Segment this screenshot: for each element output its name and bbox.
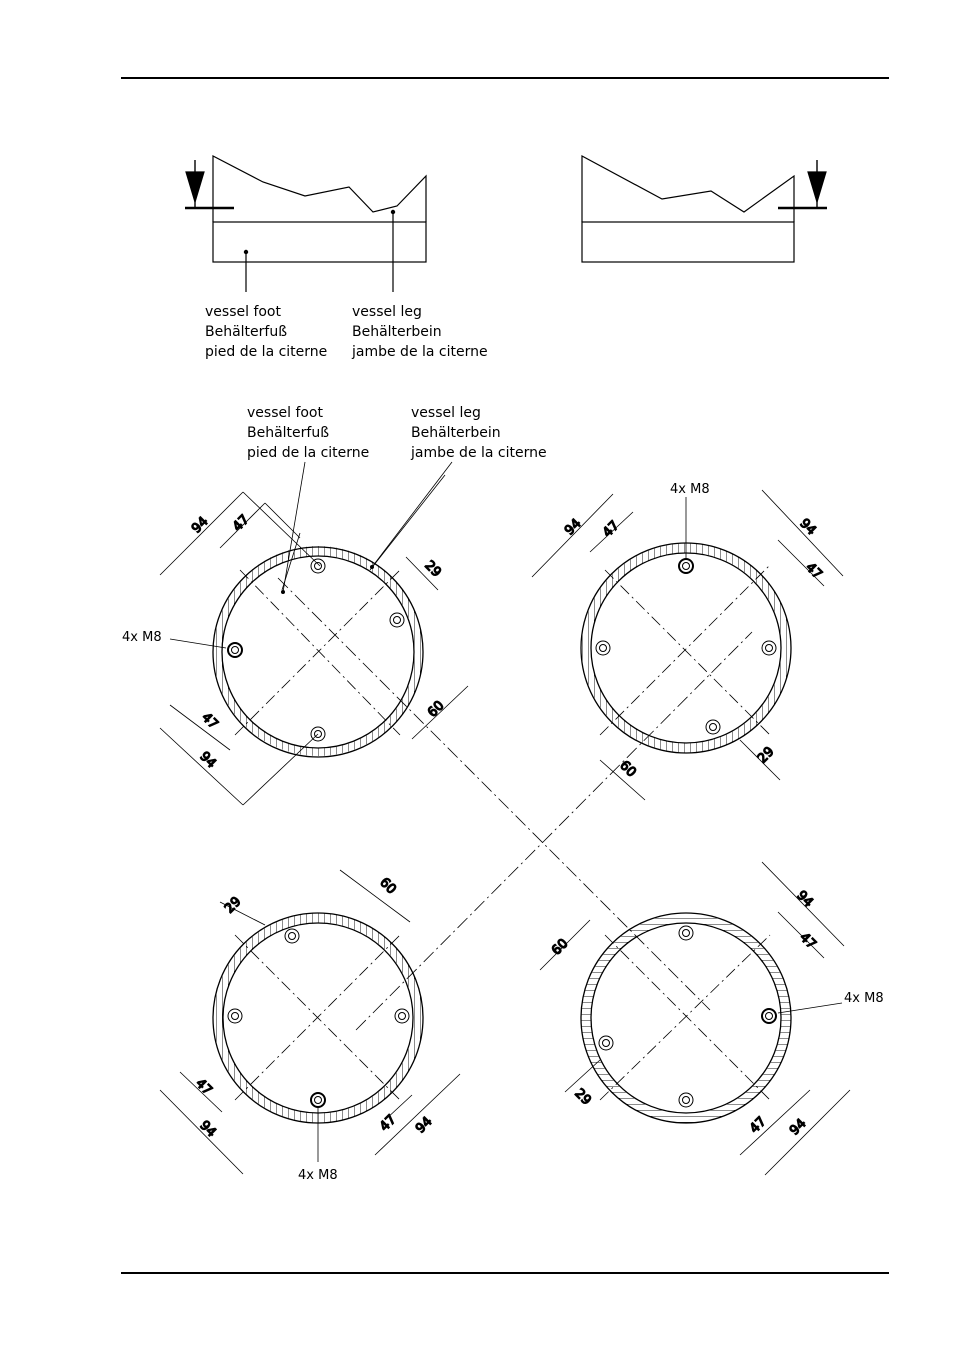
dim-94-icon: 94 [562, 516, 584, 538]
plan-view-bottom-right: 94 47 60 29 47 94 [540, 862, 850, 1175]
dim-94b-icon: 94 [796, 516, 818, 538]
dim-29-icon: 29 [222, 894, 244, 916]
vessel-foot-block-right [582, 222, 794, 262]
dim-94-icon: 94 [189, 514, 211, 536]
plan-view-bottom-left: 29 60 47 94 47 94 [160, 870, 460, 1174]
plan-view-top-right: 94 47 94 47 60 29 [532, 490, 843, 800]
dim-60-icon: 60 [376, 875, 398, 897]
dim-94b-icon: 94 [413, 1114, 435, 1136]
load-arrow-icon-right [808, 172, 826, 202]
vessel-leg-outline-right [582, 156, 794, 222]
mid-label-leaders [281, 462, 452, 594]
dim-47-icon: 47 [192, 1076, 214, 1098]
dim-94b-icon: 94 [196, 749, 218, 771]
dim-29-icon: 29 [755, 744, 777, 766]
dim-47b-icon: 47 [377, 1112, 399, 1134]
dim-29-icon: 29 [421, 558, 443, 580]
dim-60-icon: 60 [549, 936, 571, 958]
global-centerlines [278, 578, 752, 1030]
dim-94-icon: 94 [793, 888, 815, 910]
dim-47-icon: 47 [230, 512, 252, 534]
dim-47-icon: 47 [600, 518, 622, 540]
vessel-foot-block-left [213, 222, 426, 262]
elevation-left [185, 156, 426, 292]
dim-60-icon: 60 [425, 698, 447, 720]
dim-29-icon: 29 [571, 1086, 593, 1108]
dim-94-icon: 94 [196, 1118, 218, 1140]
elevation-right [582, 156, 827, 262]
dim-94b-icon: 94 [787, 1116, 809, 1138]
dim-47b-icon: 47 [802, 560, 824, 582]
load-arrow-icon-left [186, 172, 204, 202]
plan-view-top-left: 94 47 29 60 47 94 [160, 475, 468, 805]
dim-47b-icon: 47 [747, 1114, 769, 1136]
